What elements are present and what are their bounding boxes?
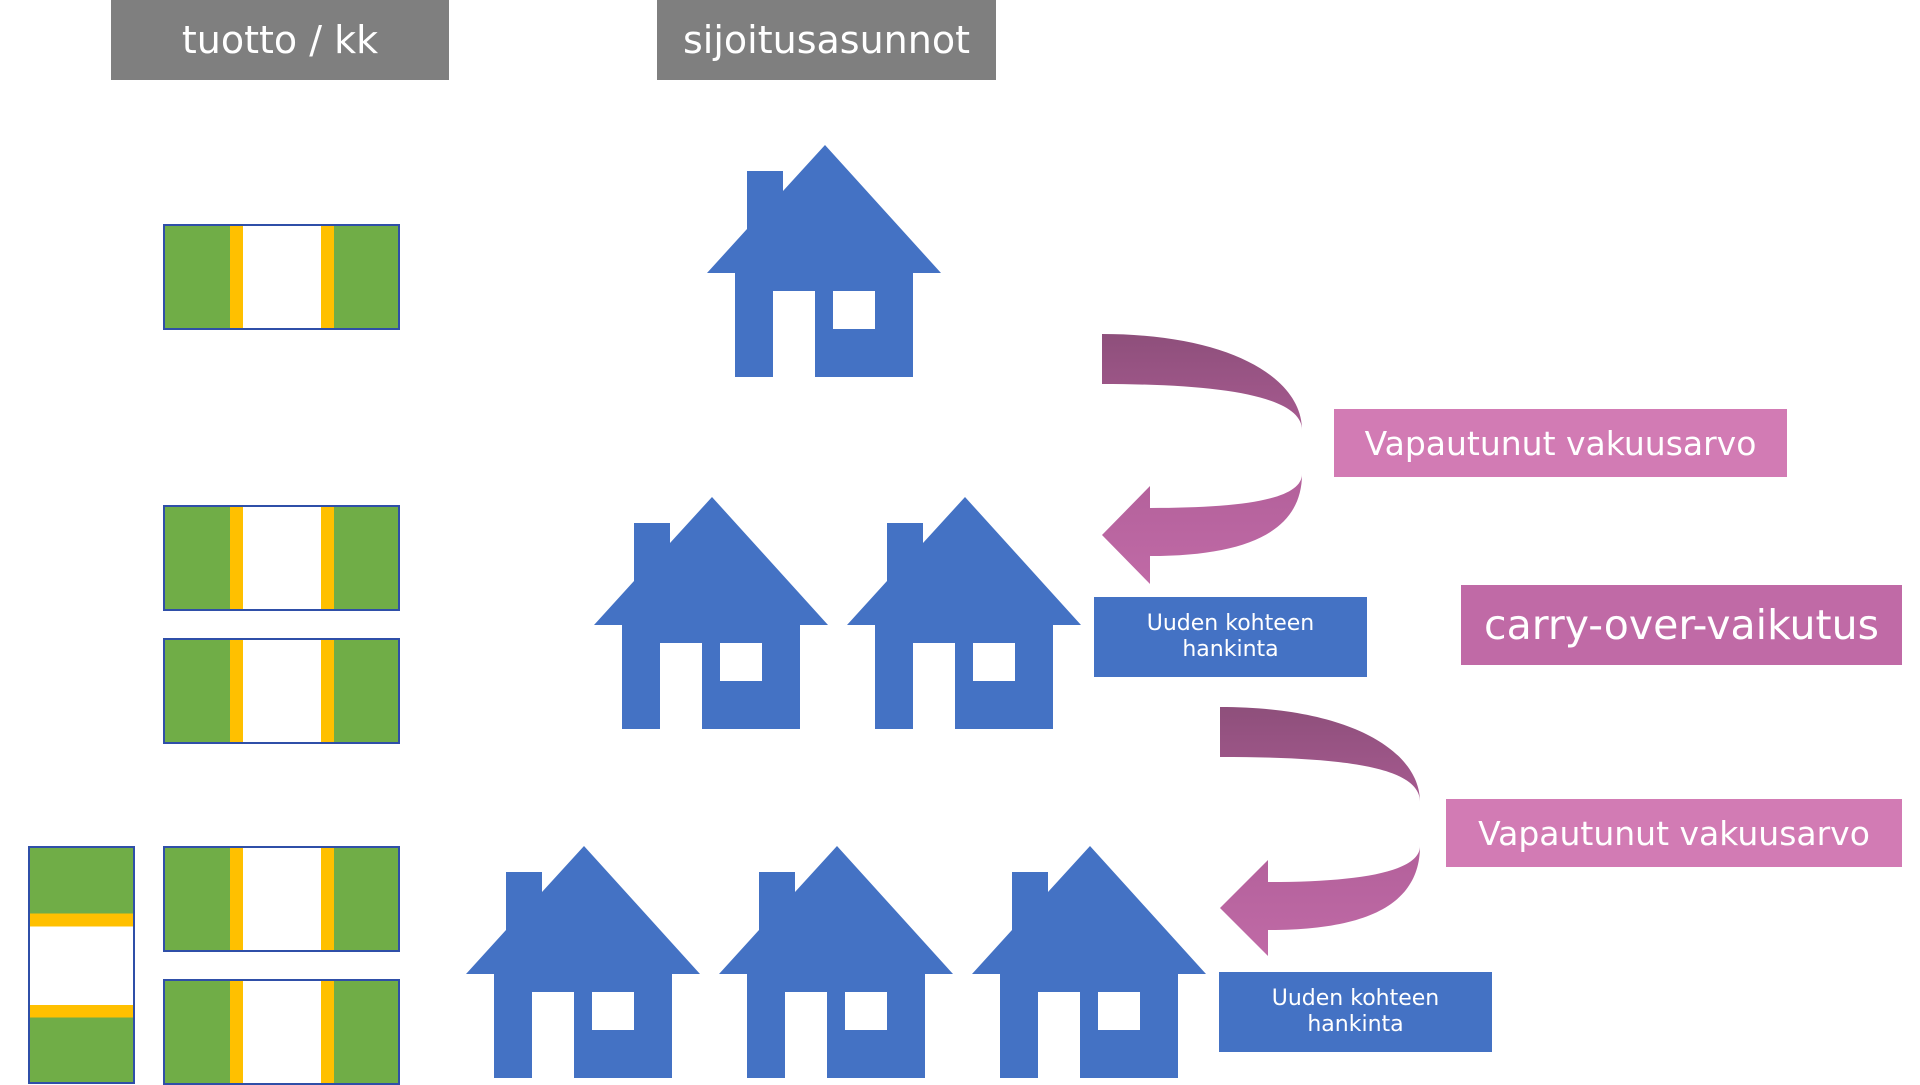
released-collateral-text-2: Vapautunut vakuusarvo xyxy=(1478,813,1870,853)
house-icon xyxy=(972,846,1206,1078)
curved-arrow-icon xyxy=(1102,334,1302,584)
curved-arrow-icon xyxy=(1220,707,1420,956)
house-icon xyxy=(719,846,953,1078)
banknote-icon xyxy=(28,846,135,1084)
new-purchase-text-2: Uuden kohteen hankinta xyxy=(1271,985,1440,1037)
new-purchase-label-1: Uuden kohteen hankinta xyxy=(1094,597,1367,677)
banknote-icon xyxy=(163,224,400,330)
released-collateral-text-1: Vapautunut vakuusarvo xyxy=(1364,423,1757,463)
banknote-icon xyxy=(163,638,400,744)
income-header-text: tuotto / kk xyxy=(181,18,379,62)
new-purchase-text-1: Uuden kohteen hankinta xyxy=(1146,610,1315,662)
house-icon xyxy=(707,145,941,377)
banknote-icon xyxy=(163,505,400,611)
released-collateral-label-2: Vapautunut vakuusarvo xyxy=(1446,799,1902,867)
apartments-header: sijoitusasunnot xyxy=(657,0,996,80)
house-icon xyxy=(594,497,828,729)
carry-over-text: carry-over-vaikutus xyxy=(1484,601,1879,649)
apartments-header-text: sijoitusasunnot xyxy=(683,18,970,62)
house-icon xyxy=(466,846,700,1078)
new-purchase-label-2: Uuden kohteen hankinta xyxy=(1219,972,1492,1052)
house-icon xyxy=(847,497,1081,729)
released-collateral-label-1: Vapautunut vakuusarvo xyxy=(1334,409,1787,477)
banknote-icon xyxy=(163,846,400,952)
carry-over-label: carry-over-vaikutus xyxy=(1461,585,1902,665)
banknote-icon xyxy=(163,979,400,1085)
income-header: tuotto / kk xyxy=(111,0,449,80)
